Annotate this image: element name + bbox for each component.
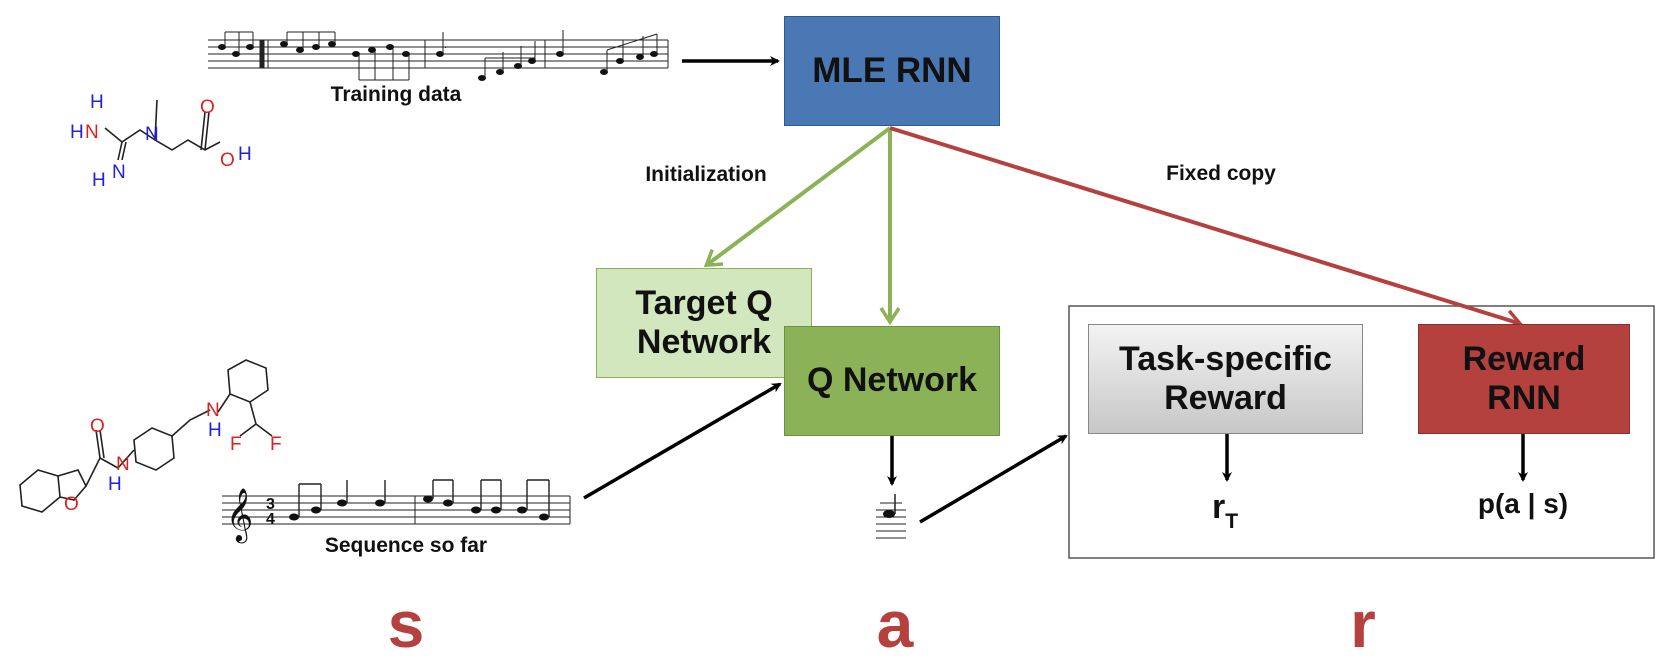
molecule-bottom-atoms: O N H O N H F F	[64, 400, 282, 515]
atom-label: O	[200, 97, 215, 118]
reward-rnn-label: Reward RNN	[1462, 339, 1586, 417]
action-note-icon	[876, 494, 906, 539]
atom-label: H	[70, 122, 84, 143]
atom-label: N	[112, 162, 126, 183]
atom-label: H	[90, 92, 104, 113]
q-network-box: Q Network	[784, 326, 1000, 436]
r-t-output: rT	[1212, 488, 1238, 533]
atom-label: F	[230, 434, 242, 455]
r-main: r	[1212, 488, 1225, 526]
state-letter: s	[388, 587, 425, 661]
atom-label: O	[220, 150, 235, 171]
task-specific-reward-box: Task-specific Reward	[1088, 324, 1363, 434]
atom-label: H	[208, 420, 222, 441]
arrow-action-to-reward	[919, 434, 1068, 524]
reward-letter: r	[1350, 587, 1376, 661]
initialization-label: Initialization	[645, 163, 766, 186]
mle-rnn-box: MLE RNN	[784, 16, 1000, 126]
atom-label: H	[92, 170, 106, 191]
atom-label: F	[270, 434, 282, 455]
molecule-bottom	[19, 359, 273, 513]
q-network-label: Q Network	[806, 361, 978, 400]
svg-text:4: 4	[266, 511, 275, 528]
arrow-fixed-copy	[889, 126, 1524, 330]
p-a-given-s-output: p(a | s)	[1478, 488, 1568, 519]
atom-label: N	[206, 400, 220, 421]
arrow-initialization-target	[703, 126, 892, 268]
target-q-network-box: Target Q Network	[596, 268, 812, 378]
task-specific-reward-label: Task-specific Reward	[1119, 339, 1332, 417]
arrow-sequence-to-q	[583, 382, 782, 500]
atom-label: H	[238, 144, 252, 165]
fixed-copy-label: Fixed copy	[1166, 162, 1276, 185]
target-q-network-label: Target Q Network	[635, 283, 773, 361]
atom-label: O	[90, 416, 105, 437]
training-data-label: Training data	[331, 83, 462, 106]
svg-text:·: ·	[444, 42, 447, 53]
sequence-music-staff: 𝄞 3 4	[222, 479, 571, 543]
atom-label: O	[64, 494, 79, 515]
action-letter: a	[877, 587, 915, 661]
sequence-so-far-label: Sequence so far	[325, 534, 487, 557]
atom-label: N	[145, 124, 159, 145]
r-subscript: T	[1225, 510, 1238, 533]
atom-label: N	[116, 454, 130, 475]
mle-rnn-label: MLE RNN	[812, 50, 972, 90]
svg-text:𝄞: 𝄞	[226, 488, 253, 543]
svg-text:3: 3	[266, 496, 275, 513]
reward-rnn-box: Reward RNN	[1418, 324, 1630, 434]
atom-label: N	[85, 122, 99, 143]
training-music-staff: ·	[208, 30, 669, 81]
atom-label: H	[108, 474, 122, 495]
molecule-top	[104, 99, 221, 161]
molecule-top-atoms: H H N N N H O O H	[70, 92, 252, 191]
